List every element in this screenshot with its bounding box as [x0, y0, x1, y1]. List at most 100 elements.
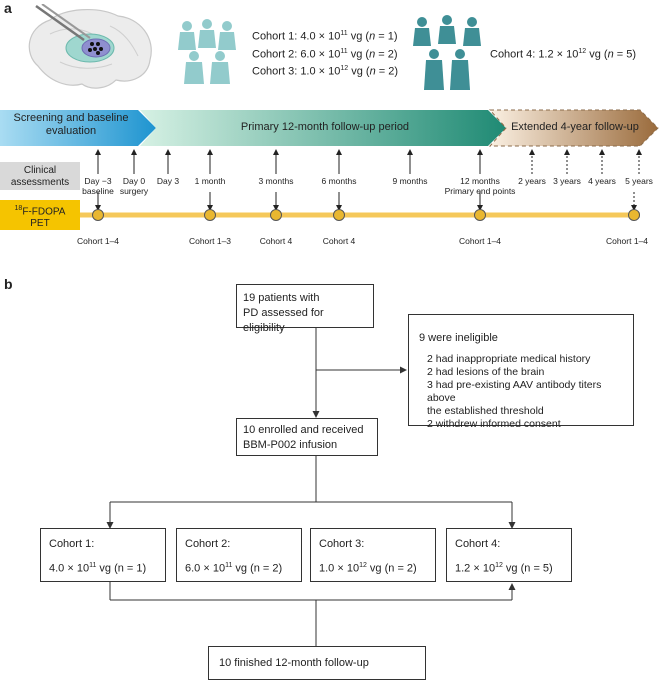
extended-phase-label: Extended 4-year follow-up	[511, 121, 639, 133]
cohort-dose-line: 1.2 × 1012 vg (n = 5)	[455, 558, 563, 577]
n-count: = 2)	[375, 48, 398, 61]
n-label: n	[369, 48, 376, 61]
cohort-list-left: Cohort 1: 4.0 × 1011 vg (n = 1) Cohort 2…	[252, 30, 398, 78]
timepoint-label: 1 month	[194, 176, 226, 186]
brain-illustration	[28, 4, 152, 89]
cohort-dose: 6.0 × 10	[300, 48, 341, 61]
timepoint-label: Day −3 baseline	[82, 176, 114, 196]
timepoint-label: 3 months	[258, 176, 294, 186]
primary-phase-arrow	[140, 110, 506, 146]
pet-scan-dot	[204, 209, 216, 221]
pet-point-label: Cohort 4	[259, 236, 293, 246]
pet-point-label: Cohort 1–3	[188, 236, 232, 246]
cohort-box: Cohort 2: 6.0 × 1011 vg (n = 2)	[176, 528, 302, 582]
n-label: n	[369, 65, 376, 78]
cohort-n: vg (n = 2)	[232, 562, 283, 575]
cohort-dose: 4.0 × 10	[300, 30, 341, 43]
pet-point-label: Cohort 1–4	[605, 236, 649, 246]
cohort-line: Cohort 3: 1.0 × 1012 vg (n = 2)	[252, 65, 398, 78]
screening-phase-arrow	[0, 110, 156, 146]
n-count: = 1)	[375, 30, 398, 43]
panel-b-label: b	[4, 276, 13, 292]
screening-phase-label: Screening and baseline evaluation	[13, 112, 129, 137]
pet-point-label: Cohort 1–4	[76, 236, 120, 246]
dose-exponent: 11	[340, 47, 348, 55]
cohort-name: Cohort 1:	[49, 538, 95, 550]
timeline	[80, 149, 642, 221]
cohort-name: Cohort 2:	[185, 538, 231, 550]
cohort-dose: 1.0 × 10	[300, 65, 341, 78]
dose-unit: vg (	[347, 48, 370, 61]
pet-label: F-FDOPA PET	[22, 206, 66, 230]
pet-scan-dot	[628, 209, 640, 221]
timepoint-label: Day 3	[156, 176, 180, 186]
pet-scan-dot	[92, 209, 104, 221]
cohort-n: vg (n = 1)	[96, 562, 147, 575]
timepoint-label: 4 years	[588, 176, 616, 186]
cohort-box: Cohort 4: 1.2 × 1012 vg (n = 5)	[446, 528, 572, 582]
n-count: = 2)	[375, 65, 399, 78]
pet-scan-dot	[270, 209, 282, 221]
cohort-dose: 4.0 × 10	[49, 562, 90, 575]
pet-label-box: 18F-FDOPA PET	[0, 200, 80, 230]
timepoint-label: 5 years	[625, 176, 653, 186]
dose-exponent: 12	[495, 562, 503, 569]
cohort-box: Cohort 1: 4.0 × 1011 vg (n = 1)	[40, 528, 166, 582]
cohort-name: Cohort 4:	[490, 48, 539, 61]
assessed-box: 19 patients with PD assessed for eligibi…	[236, 284, 374, 334]
primary-phase-label: Primary 12-month follow-up period	[240, 121, 410, 133]
ineligible-title: 9 were ineligible	[419, 332, 498, 344]
cohort-dose: 1.2 × 10	[455, 562, 496, 575]
clinical-assessments-label: Clinical assessments	[0, 162, 80, 190]
people-group-icon	[178, 19, 236, 84]
cohort-line: Cohort 1: 4.0 × 1011 vg (n = 1)	[252, 30, 398, 43]
ineligible-reason: 3 had pre-existing AAV antibody titers a…	[427, 379, 602, 417]
timepoint-label: 6 months	[321, 176, 357, 186]
cohort-line-right: Cohort 4: 1.2 × 1012 vg (n = 5)	[490, 48, 636, 61]
cohort-dose: 6.0 × 10	[185, 562, 226, 575]
dose-exponent: 12	[578, 48, 587, 55]
cohort-dose-line: 4.0 × 1011 vg (n = 1)	[49, 558, 157, 577]
ineligible-reason: 2 withdrew informed consent	[427, 418, 561, 430]
cohort-dose: 1.0 × 10	[319, 562, 360, 575]
dose-exponent: 11	[225, 562, 233, 569]
pet-scan-dot	[474, 209, 486, 221]
ineligible-box: 9 were ineligible 2 had inappropriate me…	[408, 314, 634, 430]
flowchart-connectors	[106, 328, 516, 646]
extended-phase-arrow	[488, 109, 659, 147]
cohort-name: Cohort 2:	[252, 48, 301, 61]
cohort-name: Cohort 4:	[455, 538, 501, 550]
dose-exponent: 11	[89, 562, 97, 569]
cohort-name: Cohort 3:	[319, 538, 365, 550]
dose-unit: vg (	[586, 48, 608, 61]
dose-exponent: 12	[359, 562, 367, 569]
enrolled-box: 10 enrolled and received BBM-P002 infusi…	[236, 418, 378, 456]
pet-scan-dot	[333, 209, 345, 221]
ineligible-reason: 2 had lesions of the brain	[427, 366, 545, 378]
cohort-line: Cohort 2: 6.0 × 1011 vg (n = 2)	[252, 48, 398, 61]
n-label: n	[369, 30, 376, 43]
cohort-dose-line: 6.0 × 1011 vg (n = 2)	[185, 558, 293, 577]
panel-a-label: a	[4, 0, 12, 16]
people-group-icon	[413, 15, 481, 90]
cohort-n: vg (n = 5)	[502, 562, 553, 575]
n-label: n	[607, 48, 614, 61]
ineligible-reason: 2 had inappropriate medical history	[427, 353, 591, 365]
cohort-n: vg (n = 2)	[366, 562, 417, 575]
dose-unit: vg (	[348, 65, 370, 78]
cohort-name: Cohort 3:	[252, 65, 301, 78]
timepoint-label: 2 years	[518, 176, 546, 186]
timepoint-label: 3 years	[553, 176, 581, 186]
dose-unit: vg (	[347, 30, 370, 43]
phase-banner	[0, 109, 659, 147]
cohort-dose: 1.2 × 10	[538, 48, 579, 61]
dose-exponent: 12	[340, 65, 349, 73]
timepoint-label: 12 months Primary end points	[444, 176, 516, 196]
timepoint-label: Day 0 surgery	[119, 176, 149, 196]
pet-isotope-superscript: 18	[14, 205, 23, 212]
cohort-dose-line: 1.0 × 1012 vg (n = 2)	[319, 558, 427, 577]
pet-point-label: Cohort 4	[322, 236, 356, 246]
timepoint-label: 9 months	[392, 176, 428, 186]
cohort-name: Cohort 1:	[252, 30, 301, 43]
n-count: = 5)	[613, 48, 637, 61]
